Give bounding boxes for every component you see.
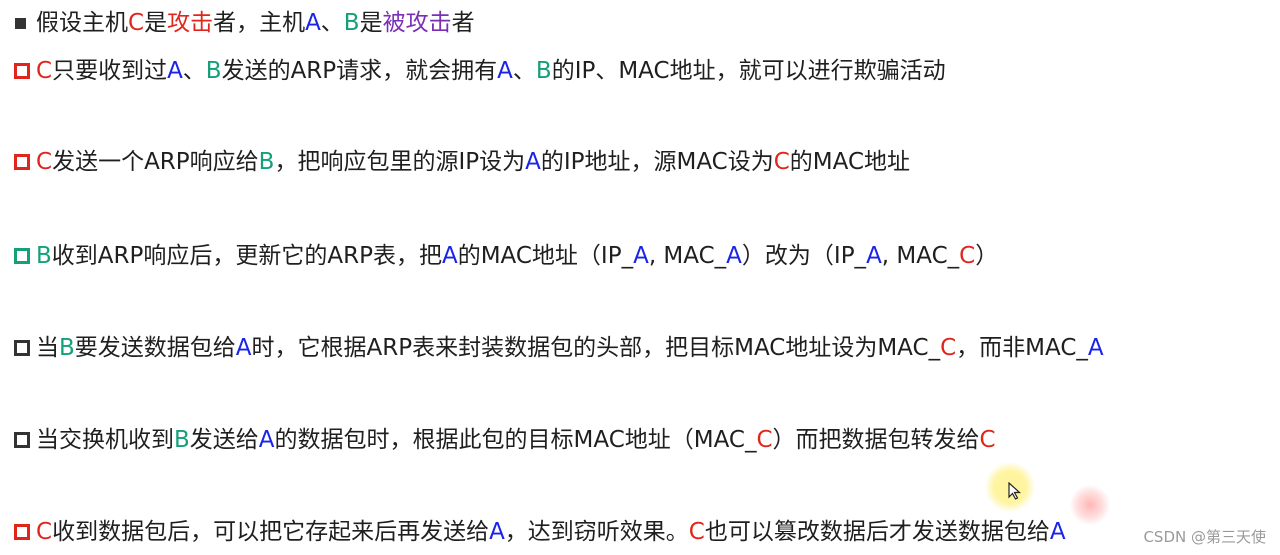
text-segment: A	[167, 58, 183, 84]
text-segment: 当交换机收到	[36, 427, 174, 453]
text-segment: C	[959, 243, 976, 269]
text-segment: 时，它根据ARP表来封装数据包的头部，把目标MAC地址设为MAC_	[251, 335, 941, 361]
bullet-square-icon	[15, 17, 26, 29]
text-segment: C	[773, 149, 790, 175]
text-segment: C	[36, 519, 53, 545]
text-segment: A	[1049, 519, 1066, 545]
line-3: C发送一个ARP响应给B，把响应包里的源IP设为A的IP地址，源MAC设为C的M…	[14, 147, 910, 177]
text-segment: ）	[975, 243, 999, 269]
text-segment: C	[688, 519, 705, 545]
text-segment: B	[205, 58, 222, 84]
text-segment: 也可以篡改数据后才发送数据包给	[704, 519, 1050, 545]
text-segment: C	[756, 427, 773, 453]
text-segment: 收到数据包后，可以把它存起来后再发送给	[52, 519, 490, 545]
text-segment: 是	[144, 10, 168, 36]
text-segment: C	[979, 427, 996, 453]
line-2: C只要收到过A、B发送的ARP请求，就会拥有A、B的IP、MAC地址，就可以进行…	[14, 56, 946, 86]
text-segment: A	[1087, 335, 1104, 361]
text-segment: B	[36, 243, 52, 269]
text-segment: 的MAC地址（IP_	[457, 243, 634, 269]
text-segment: A	[726, 243, 742, 269]
text-segment: C	[36, 58, 53, 84]
bullet-box-red-icon	[14, 524, 30, 540]
text-segment: 者，主机	[213, 10, 306, 36]
text-segment: 发送给	[189, 427, 259, 453]
text-segment: C	[36, 149, 53, 175]
text-segment: ，而非MAC_	[956, 335, 1088, 361]
line-text: 当交换机收到B发送给A的数据包时，根据此包的目标MAC地址（MAC_C）而把数据…	[36, 425, 996, 455]
text-segment: B	[258, 149, 275, 175]
text-segment: 的数据包时，根据此包的目标MAC地址（MAC_	[274, 427, 757, 453]
text-segment: C	[940, 335, 957, 361]
watermark: CSDN @第三天使	[1143, 528, 1266, 546]
text-segment: 被攻击	[382, 10, 452, 36]
text-segment: , MAC_	[881, 243, 960, 269]
text-segment: , MAC_	[648, 243, 727, 269]
text-segment: A	[258, 427, 275, 453]
text-segment: B	[535, 58, 552, 84]
text-segment: A	[866, 243, 882, 269]
text-segment: A	[525, 149, 541, 175]
mouse-pointer-icon	[1008, 482, 1022, 500]
text-segment: ）改为（IP_	[741, 243, 867, 269]
bullet-box-red-icon	[14, 63, 30, 79]
text-segment: A	[489, 519, 505, 545]
text-segment: B	[174, 427, 190, 453]
text-segment: 的IP地址，源MAC设为	[540, 149, 774, 175]
text-segment: 者	[451, 10, 475, 36]
line-1: 假设主机C是攻击者，主机A、B是被攻击者	[14, 8, 475, 38]
text-segment: A	[305, 10, 321, 36]
text-segment: 当	[36, 335, 59, 361]
click-indicator	[1070, 485, 1110, 525]
text-segment: 、	[182, 58, 206, 84]
text-segment: 假设主机	[36, 10, 128, 36]
text-segment: 是	[359, 10, 383, 36]
text-segment: C	[128, 10, 145, 36]
text-segment: 、	[512, 58, 536, 84]
bullet-box-dark-icon	[14, 340, 30, 356]
text-segment: B	[343, 10, 360, 36]
text-segment: 的MAC地址	[789, 149, 911, 175]
bullet-box-green-icon	[14, 248, 30, 264]
text-segment: ，把响应包里的源IP设为	[274, 149, 526, 175]
text-segment: 收到ARP响应后，更新它的ARP表，把	[51, 243, 442, 269]
text-segment: 发送一个ARP响应给	[52, 149, 259, 175]
text-segment: 要发送数据包给	[74, 335, 236, 361]
line-text: B收到ARP响应后，更新它的ARP表，把A的MAC地址（IP_A, MAC_A）…	[36, 241, 998, 271]
text-segment: 发送的ARP请求，就会拥有	[221, 58, 498, 84]
line-5: 当B要发送数据包给A时，它根据ARP表来封装数据包的头部，把目标MAC地址设为M…	[14, 333, 1104, 363]
text-segment: 只要收到过	[52, 58, 168, 84]
text-segment: A	[633, 243, 649, 269]
line-text: 假设主机C是攻击者，主机A、B是被攻击者	[36, 8, 475, 38]
text-segment: B	[59, 335, 75, 361]
line-7: C收到数据包后，可以把它存起来后再发送给A，达到窃听效果。C也可以篡改数据后才发…	[14, 517, 1066, 547]
line-text: C发送一个ARP响应给B，把响应包里的源IP设为A的IP地址，源MAC设为C的M…	[36, 147, 910, 177]
line-6: 当交换机收到B发送给A的数据包时，根据此包的目标MAC地址（MAC_C）而把数据…	[14, 425, 996, 455]
line-4: B收到ARP响应后，更新它的ARP表，把A的MAC地址（IP_A, MAC_A）…	[14, 241, 998, 271]
text-segment: A	[497, 58, 513, 84]
text-segment: ）而把数据包转发给	[772, 427, 980, 453]
line-text: C收到数据包后，可以把它存起来后再发送给A，达到窃听效果。C也可以篡改数据后才发…	[36, 517, 1066, 547]
text-segment: 的IP、MAC地址，就可以进行欺骗活动	[551, 58, 946, 84]
text-segment: A	[235, 335, 252, 361]
bullet-box-dark-icon	[14, 432, 30, 448]
text-segment: A	[441, 243, 458, 269]
line-text: 当B要发送数据包给A时，它根据ARP表来封装数据包的头部，把目标MAC地址设为M…	[36, 333, 1104, 363]
text-segment: 、	[320, 10, 344, 36]
text-segment: ，达到窃听效果。	[504, 519, 689, 545]
bullet-box-red-icon	[14, 154, 30, 170]
text-segment: 攻击	[167, 10, 214, 36]
line-text: C只要收到过A、B发送的ARP请求，就会拥有A、B的IP、MAC地址，就可以进行…	[36, 56, 946, 86]
